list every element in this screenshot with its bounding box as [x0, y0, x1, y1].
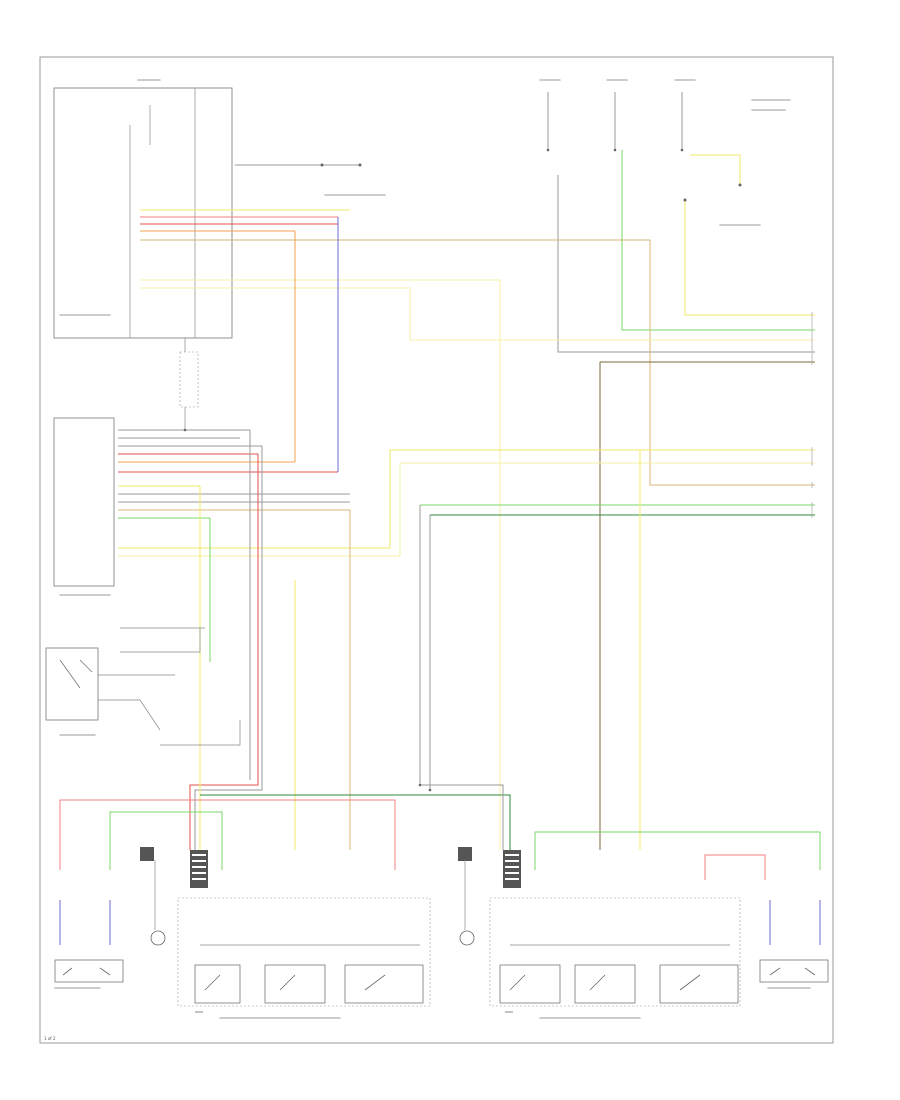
motor-box-left [54, 959, 124, 983]
switch-box-left [45, 647, 99, 721]
control-module-lower-left [53, 417, 115, 587]
motor-icon [150, 930, 475, 946]
control-module-top-left [53, 87, 233, 339]
switch-icon [62, 967, 816, 991]
page-label: 1 of 2 [44, 1036, 56, 1041]
motor-box-right [759, 959, 829, 983]
inline-fuse-box [179, 351, 199, 408]
door-module-right-front [177, 897, 431, 1007]
door-module-left-rear [489, 897, 741, 1007]
diagram-border [39, 56, 834, 1044]
